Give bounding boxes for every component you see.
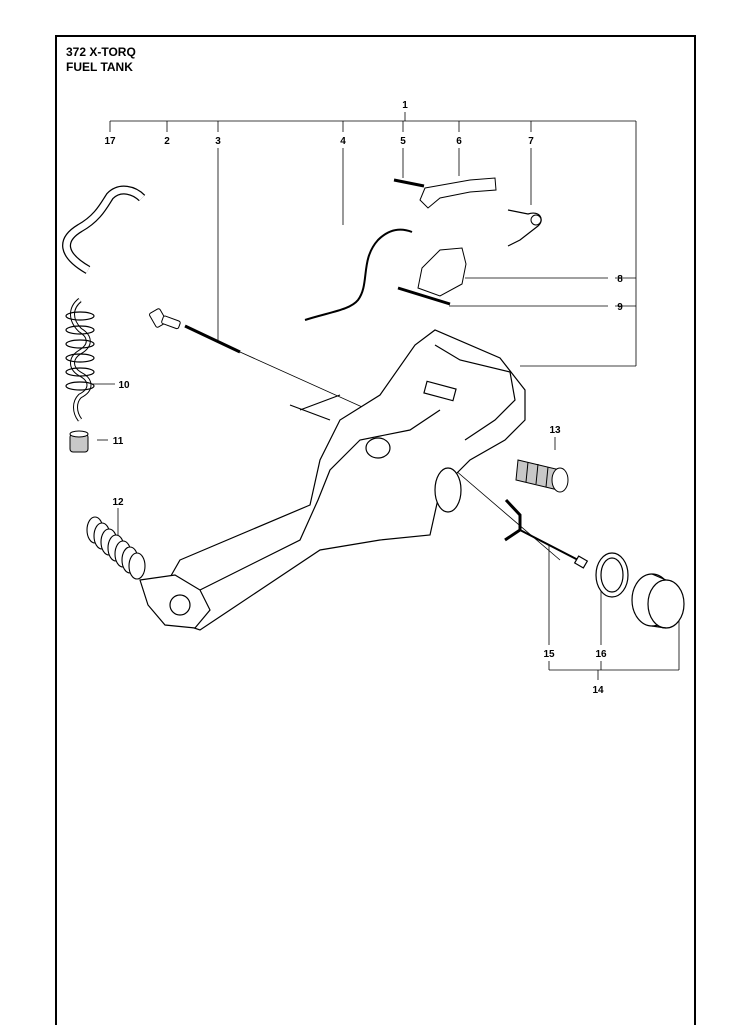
rubber-buffer [515,459,569,493]
ignition-wire [304,228,413,321]
throttle-rod [149,308,241,354]
callout-7: 7 [528,136,534,147]
callout-1: 1 [402,100,408,111]
callout-6: 6 [456,136,462,147]
callout-15: 15 [543,649,555,660]
callout-12: 12 [112,497,124,508]
model-title: 372 X-TORQ [66,45,136,59]
callout-4: 4 [340,136,346,147]
diagram-frame: 372 X-TORQ FUEL TANK [55,35,696,1025]
fuel-cap [631,573,685,629]
fuel-line-coil [65,298,95,422]
fuel-pickup [504,498,589,569]
callout-11: 11 [113,436,124,447]
callout-2: 2 [164,136,170,147]
callout-9: 9 [617,302,623,313]
callout-17: 17 [104,136,116,147]
leader-lines [92,112,680,680]
callout-13: 13 [549,425,561,436]
callout-labels: 1 2 3 4 5 6 7 8 9 10 11 12 13 14 15 16 1… [104,100,623,696]
callout-8: 8 [617,274,623,285]
seal-ring [595,552,629,598]
section-title: FUEL TANK [66,60,133,74]
callout-3: 3 [215,136,221,147]
callout-5: 5 [400,136,406,147]
anti-vibration-spring [86,516,146,580]
callout-14: 14 [592,685,604,696]
fuel-filter [69,430,89,453]
throttle-lock [397,247,467,306]
fuel-tank-body [139,329,526,631]
callout-10: 10 [118,380,130,391]
callout-16: 16 [595,649,607,660]
throttle-trigger [393,177,497,209]
